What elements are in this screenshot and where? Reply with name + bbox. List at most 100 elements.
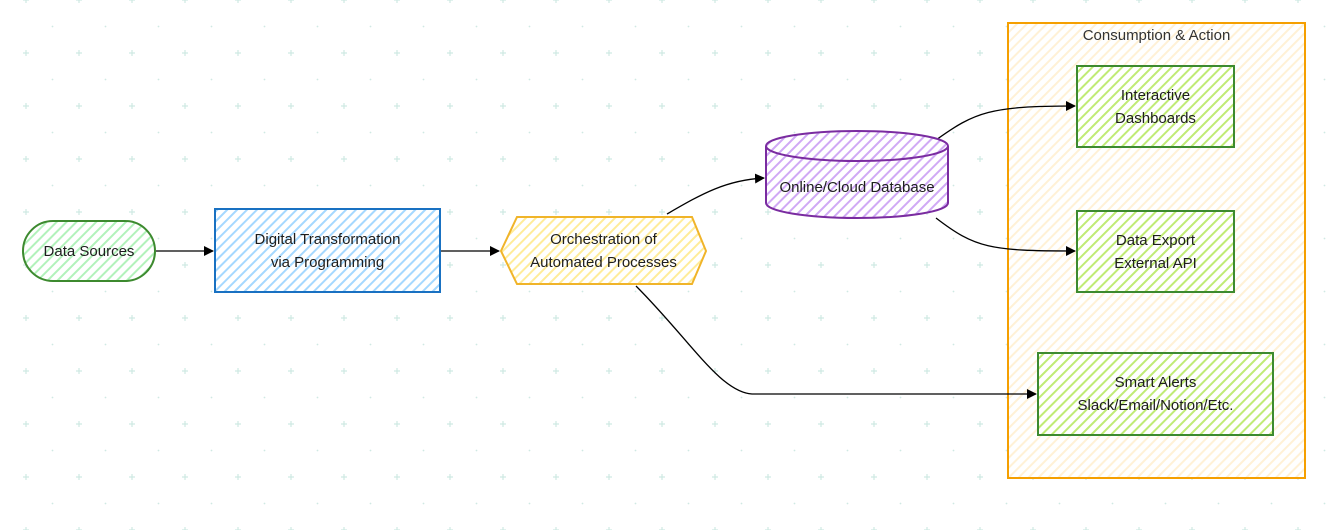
grid-cross (553, 527, 559, 530)
grid-cross (871, 421, 877, 427)
grid-dot (740, 449, 743, 452)
grid-cross (500, 315, 506, 321)
grid-cross (871, 0, 877, 3)
grid-dot (952, 78, 955, 81)
grid-cross (288, 474, 294, 480)
grid-cross (341, 0, 347, 3)
grid-cross (288, 50, 294, 56)
grid-dot (740, 343, 743, 346)
grid-cross (818, 421, 824, 427)
grid-dot (1005, 131, 1008, 134)
grid-cross (500, 50, 506, 56)
grid-dot (369, 184, 372, 187)
grid-dot (793, 502, 796, 505)
grid-dot (952, 184, 955, 187)
grid-cross (182, 474, 188, 480)
grid-cross (76, 474, 82, 480)
grid-cross (1030, 527, 1036, 530)
grid-cross (76, 527, 82, 530)
grid-cross (712, 0, 718, 3)
grid-dot (1323, 396, 1326, 399)
grid-cross (182, 209, 188, 215)
grid-cross (447, 156, 453, 162)
grid-dot (581, 25, 584, 28)
grid-cross (659, 0, 665, 3)
grid-cross (129, 103, 135, 109)
grid-cross (341, 315, 347, 321)
grid-dot (581, 396, 584, 399)
grid-cross (977, 368, 983, 374)
grid-dot (952, 449, 955, 452)
grid-cross (447, 527, 453, 530)
grid-dot (422, 184, 425, 187)
arrow-database-to-dashboards (935, 101, 1076, 141)
arrow-orchestration-to-database (666, 173, 765, 215)
grid-dot (793, 237, 796, 240)
grid-cross (659, 315, 665, 321)
grid-cross (394, 474, 400, 480)
grid-cross (977, 50, 983, 56)
grid-cross (765, 103, 771, 109)
grid-dot (157, 237, 160, 240)
grid-cross (553, 103, 559, 109)
grid-cross (1136, 527, 1142, 530)
grid-cross (712, 209, 718, 215)
grid-cross (394, 527, 400, 530)
grid-dot (104, 184, 107, 187)
grid-dot (316, 449, 319, 452)
grid-cross (712, 421, 718, 427)
grid-cross (288, 527, 294, 530)
grid-cross (182, 103, 188, 109)
grid-cross (288, 368, 294, 374)
grid-cross (818, 0, 824, 3)
grid-cross (659, 368, 665, 374)
grid-dot (104, 502, 107, 505)
grid-cross (288, 315, 294, 321)
arrow-database-to-export (935, 217, 1076, 256)
grid-dot (51, 396, 54, 399)
grid-dot (210, 290, 213, 293)
grid-cross (23, 474, 29, 480)
grid-dot (899, 343, 902, 346)
smart-alerts-label-line2: Slack/Email/Notion/Etc. (1077, 397, 1234, 414)
grid-cross (23, 209, 29, 215)
grid-cross (129, 474, 135, 480)
grid-cross (606, 527, 612, 530)
grid-cross (924, 368, 930, 374)
grid-dot (104, 396, 107, 399)
grid-dot (634, 78, 637, 81)
grid-cross (924, 262, 930, 268)
grid-cross (1295, 527, 1301, 530)
grid-cross (1242, 0, 1248, 3)
grid-cross (394, 368, 400, 374)
grid-dot (1323, 237, 1326, 240)
grid-cross (76, 0, 82, 3)
grid-dot (157, 131, 160, 134)
grid-cross (659, 209, 665, 215)
grid-dot (51, 78, 54, 81)
grid-dot (1005, 396, 1008, 399)
grid-cross (235, 527, 241, 530)
grid-cross (1295, 0, 1301, 3)
grid-cross (765, 315, 771, 321)
grid-dot (899, 78, 902, 81)
database-label: Online/Cloud Database (779, 178, 935, 196)
grid-cross (553, 368, 559, 374)
grid-cross (712, 315, 718, 321)
grid-dot (1323, 25, 1326, 28)
dashboards-label-line1: Interactive (1120, 86, 1191, 104)
orchestration-label-line1: Orchestration of (550, 230, 657, 248)
grid-cross (447, 368, 453, 374)
grid-dot (687, 25, 690, 28)
grid-cross (1189, 0, 1195, 3)
grid-cross (129, 50, 135, 56)
grid-dot (793, 131, 796, 134)
grid-cross (712, 262, 718, 268)
grid-cross (871, 368, 877, 374)
grid-cross (977, 421, 983, 427)
grid-dot (846, 237, 849, 240)
grid-cross (182, 262, 188, 268)
grid-cross (765, 368, 771, 374)
grid-cross (871, 527, 877, 530)
